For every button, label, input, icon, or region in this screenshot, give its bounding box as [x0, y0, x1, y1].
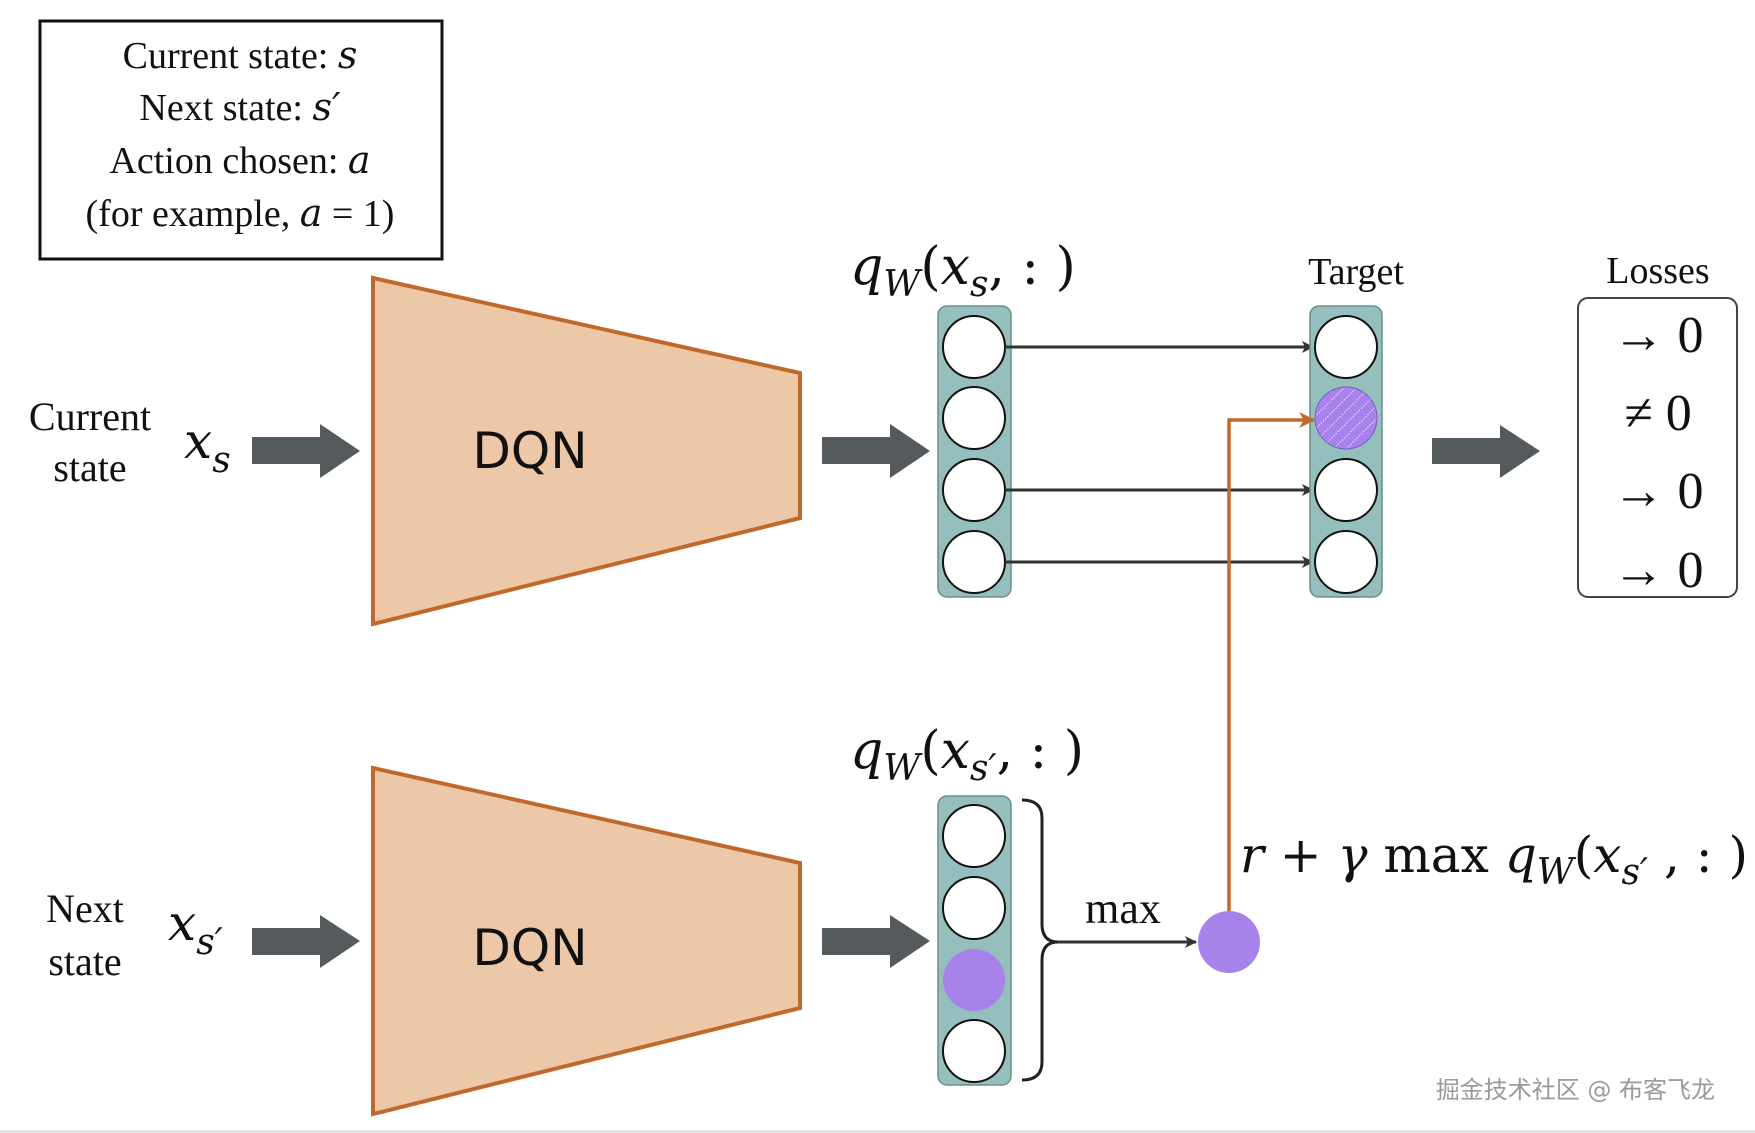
block-arrow-output-top	[822, 424, 930, 478]
q-node-max	[943, 949, 1005, 1011]
current-state-label-line1: Current	[29, 394, 151, 439]
target-node	[1314, 458, 1378, 522]
dqn-network-bottom	[371, 765, 802, 1117]
bottom-border	[0, 1130, 1755, 1133]
block-arrow-to-losses	[1432, 425, 1540, 478]
q-node	[942, 804, 1006, 868]
dqn-label-top: DQN	[472, 422, 587, 480]
legend-line-example: (for example, a = 1)	[86, 191, 395, 235]
dqn-network-top	[371, 275, 802, 627]
target-feedback-line	[1227, 412, 1316, 911]
losses-box: → 0 ≠ 0 → 0 → 0	[1577, 297, 1738, 599]
q-values-column-bottom	[937, 795, 1012, 1086]
q-node	[942, 458, 1006, 522]
watermark: 掘金技术社区 @ 布客飞龙	[1436, 1076, 1715, 1104]
max-value-node	[1198, 911, 1260, 973]
target-node	[1314, 530, 1378, 594]
q-node	[942, 876, 1006, 940]
q-values-column-top	[937, 305, 1012, 598]
block-arrow-input-top	[252, 424, 360, 478]
losses-label: Losses	[1606, 250, 1709, 292]
max-brace	[1021, 798, 1059, 1082]
current-state-label-line2: state	[53, 445, 126, 490]
loss-item: → 0	[1613, 307, 1704, 364]
target-label: Target	[1308, 251, 1404, 293]
legend-line-action: Action chosen: a	[109, 138, 370, 182]
legend-box: Current state: s Next state: s′ Action c…	[38, 19, 444, 261]
input-xs-label: xs	[184, 412, 231, 481]
bottom-row: Next state xs′ DQN qW(xs′, : ) max r + γ	[46, 412, 1748, 1117]
max-label: max	[1085, 884, 1161, 933]
legend-line-current: Current state: s	[123, 33, 358, 77]
block-arrow-input-bottom	[252, 915, 360, 968]
next-state-label-line2: state	[48, 939, 121, 984]
next-state-label-line1: Next	[46, 886, 124, 931]
top-row: Current state xs DQN qW(xs, : ) Target	[29, 237, 1738, 627]
q-node	[942, 386, 1006, 450]
target-formula: r + γ max qW(xs′ , : )	[1240, 826, 1748, 893]
target-node	[1314, 315, 1378, 379]
q-output-label-top: qW(xs, : )	[850, 237, 1076, 305]
block-arrow-output-bottom	[822, 915, 930, 968]
q-output-label-bottom: qW(xs′, : )	[850, 721, 1084, 789]
loss-item: → 0	[1613, 463, 1704, 520]
q-node	[942, 315, 1006, 379]
legend-line-next: Next state: s′	[139, 85, 341, 129]
target-column	[1309, 305, 1383, 598]
loss-item: → 0	[1613, 542, 1704, 599]
loss-item: ≠ 0	[1624, 385, 1692, 442]
dqn-label-bottom: DQN	[472, 919, 587, 977]
target-node-highlighted	[1314, 386, 1378, 450]
input-xs-prime-label: xs′	[168, 894, 223, 963]
q-node	[942, 530, 1006, 594]
q-node	[942, 1019, 1006, 1083]
